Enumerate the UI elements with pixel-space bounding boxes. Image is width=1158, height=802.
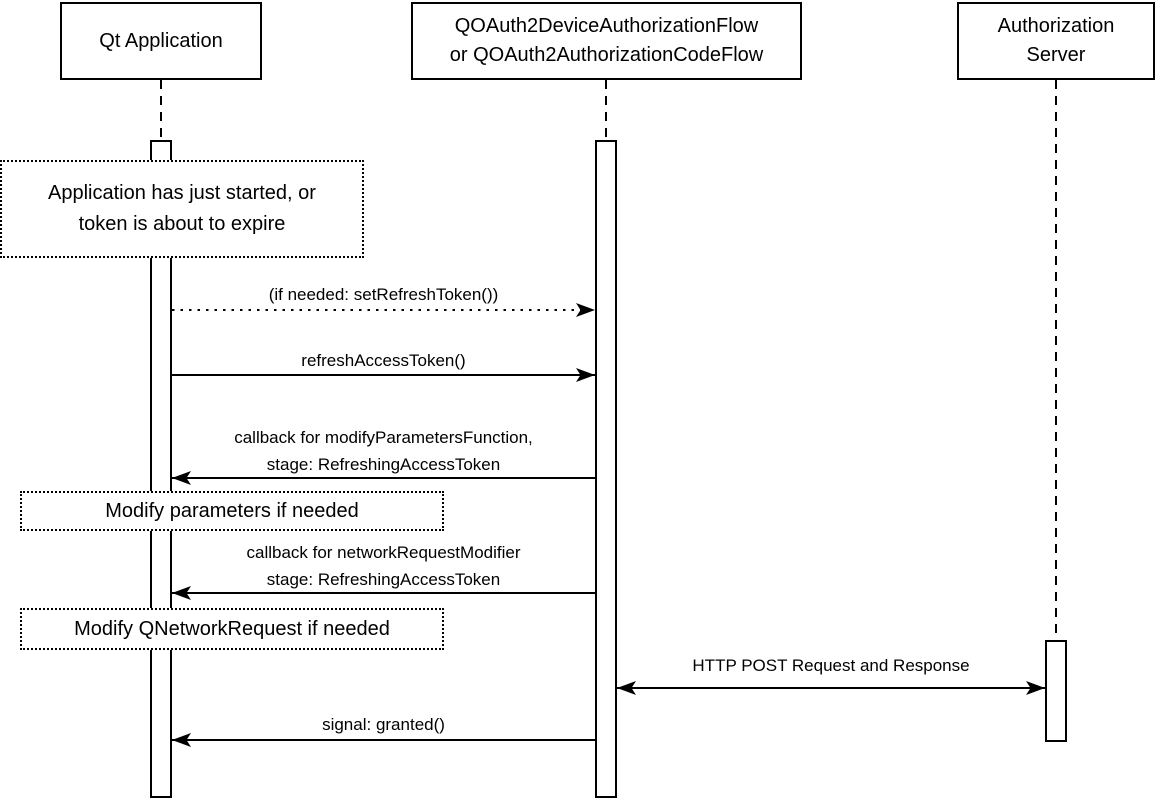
note-line: Application has just started, or	[48, 182, 316, 204]
message-label-modify-parameters-callback: callback for modifyParametersFunction, s…	[172, 424, 595, 478]
message-label-refresh-access-token: refreshAccessToken()	[172, 347, 595, 374]
note-line: Modify QNetworkRequest if needed	[74, 617, 390, 640]
message-label-line: refreshAccessToken()	[301, 351, 466, 370]
message-label-line: stage: RefreshingAccessToken	[266, 455, 501, 474]
note-modify-qnetworkrequest: Modify QNetworkRequest if needed	[20, 608, 444, 650]
participant-label-line: Server	[1026, 44, 1086, 66]
participant-label-line: QOAuth2DeviceAuthorizationFlow	[454, 15, 759, 37]
note-modify-parameters: Modify parameters if needed	[20, 491, 444, 531]
message-label-line: stage: RefreshingAccessToken	[266, 570, 501, 589]
participant-label: Qt Application	[99, 29, 223, 52]
message-label-network-request-modifier-callback: callback for networkRequestModifier stag…	[172, 539, 595, 593]
participant-oauth-flow: QOAuth2DeviceAuthorizationFlow or QOAuth…	[411, 2, 802, 80]
participant-label-line: Authorization	[997, 15, 1115, 37]
message-label-set-refresh-token: (if needed: setRefreshToken())	[172, 281, 595, 308]
note-app-started-or-token-expire: Application has just started, or token i…	[0, 160, 364, 258]
message-label-line: (if needed: setRefreshToken())	[268, 285, 499, 304]
participant-label-line: or QOAuth2AuthorizationCodeFlow	[449, 44, 764, 66]
note-line: Modify parameters if needed	[105, 499, 359, 522]
message-label-line: callback for modifyParametersFunction,	[234, 428, 533, 447]
participant-qt-application: Qt Application	[60, 2, 262, 80]
message-label-line: HTTP POST Request and Response	[692, 656, 970, 675]
message-label-http-post: HTTP POST Request and Response	[617, 652, 1045, 679]
message-label-line: signal: granted()	[322, 715, 445, 734]
message-label-line: callback for networkRequestModifier	[246, 543, 521, 562]
message-label-signal-granted: signal: granted()	[172, 711, 595, 738]
note-line: token is about to expire	[78, 213, 286, 235]
participant-auth-server: Authorization Server	[957, 2, 1155, 80]
activation-bar-oauth-flow	[595, 140, 617, 798]
activation-bar-auth-server	[1045, 640, 1067, 742]
